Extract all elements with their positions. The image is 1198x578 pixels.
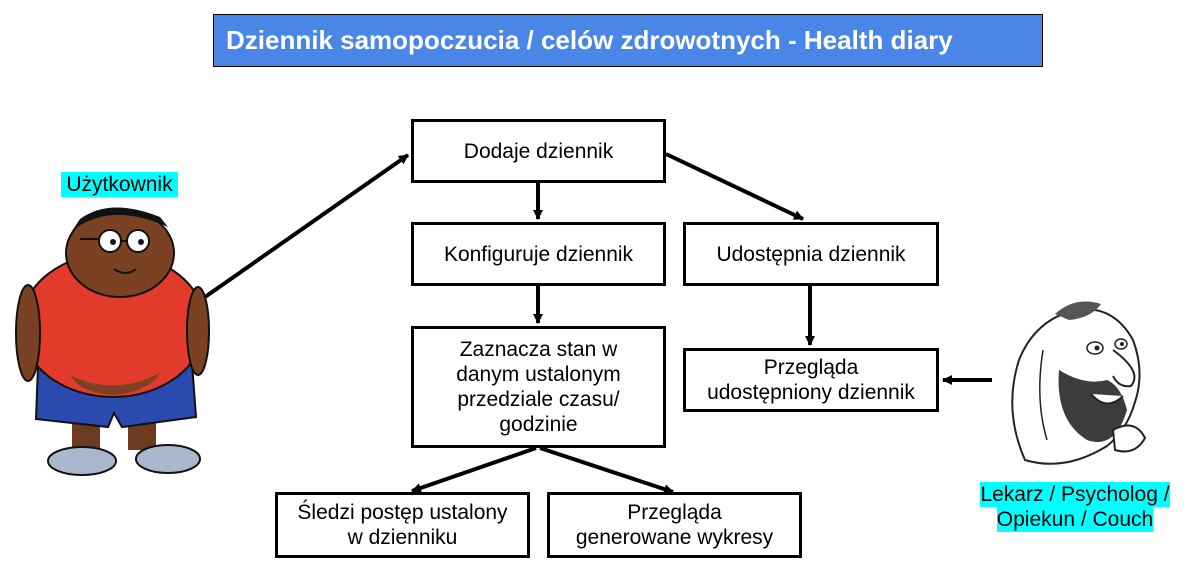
actor-professional-label-line1: Lekarz / Psycholog / [980,482,1170,507]
step-mark-state-line1: Zaznacza stan w [459,338,618,361]
step-mark-state-line3: przedziale czasu/ [457,388,620,411]
step-mark-state-line4: godzinie [499,413,578,436]
step-review-shared-line1: Przegląda [763,356,859,379]
step-track-progress: Śledzi postęp ustalony w dzienniku [275,492,530,558]
step-review-charts: Przegląda generowane wykresy [547,492,802,558]
actor-professional-label-line2: Opiekun / Couch [996,507,1154,532]
arrow-mark-to-track [411,446,537,493]
step-share-diary: Udostępnia dziennik [683,222,939,286]
step-review-charts-line2: generowane wykresy [575,526,774,549]
sketch-man-figure-icon [1011,301,1147,465]
cartoon-boy-figure-icon [15,207,210,476]
arrow-add-to-share [665,152,804,221]
step-review-shared-line2: udostępniony dziennik [707,381,915,404]
step-mark-state-line2: danym ustalonym [456,363,621,386]
step-track-progress-line1: Śledzi postęp ustalony [297,501,508,524]
step-review-shared: Przegląda udostępniony dziennik [683,348,939,412]
step-mark-state: Zaznacza stan w danym ustalonym przedzia… [411,326,666,448]
step-configure-diary-label: Konfiguruje dziennik [443,242,634,266]
actor-professional-label: Lekarz / Psycholog / Opiekun / Couch [970,482,1180,532]
step-add-diary-label: Dodaje dziennik [463,139,614,163]
step-add-diary: Dodaje dziennik [411,119,666,183]
step-review-charts-line1: Przegląda [627,501,722,524]
actor-user-label: Użytkownik [61,172,178,197]
arrow-user-to-add [203,153,410,299]
step-share-diary-label: Udostępnia dziennik [716,242,906,266]
step-track-progress-line2: w dzienniku [347,526,458,549]
arrow-mark-to-charts [539,446,674,494]
step-configure-diary: Konfiguruje dziennik [411,222,666,286]
diagram-title: Dziennik samopoczucia / celów zdrowotnyc… [213,14,1043,67]
